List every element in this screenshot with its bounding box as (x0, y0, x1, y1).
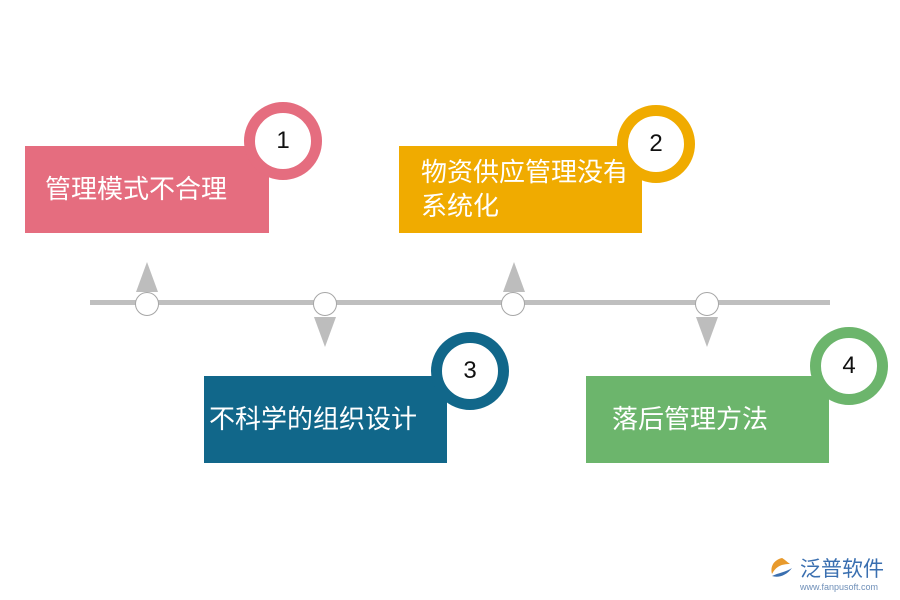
step-number-badge: 4 (810, 327, 888, 405)
timeline-node (695, 292, 719, 316)
step-number: 4 (842, 352, 856, 379)
brand-logo: 泛普软件 (768, 553, 884, 583)
arrow-up-icon (503, 262, 525, 292)
step-card-2: 物资供应管理没有系统化 (399, 146, 642, 233)
arrow-down-icon (314, 317, 336, 347)
step-label: 不科学的组织设计 (209, 404, 418, 435)
timeline-node (135, 292, 159, 316)
arrow-up-icon (136, 262, 158, 292)
step-number: 1 (276, 127, 290, 154)
arrow-down-icon (696, 317, 718, 347)
step-label: 物资供应管理没有系统化 (421, 157, 630, 222)
logo-url: www.fanpusoft.com (800, 582, 879, 592)
step-number-badge: 3 (431, 332, 509, 410)
fanpu-logo-icon (771, 558, 792, 577)
step-card-1: 管理模式不合理 (25, 146, 269, 233)
timeline-node (313, 292, 337, 316)
logo-name: 泛普软件 (800, 557, 884, 581)
step-label: 管理模式不合理 (45, 174, 228, 205)
step-number: 3 (463, 357, 477, 384)
step-number-badge: 1 (244, 102, 322, 180)
timeline-line (90, 300, 830, 305)
timeline-node (501, 292, 525, 316)
step-card-4: 落后管理方法 (586, 376, 829, 463)
step-label: 落后管理方法 (612, 404, 769, 435)
step-card-3: 不科学的组织设计 (204, 376, 447, 463)
step-number: 2 (649, 130, 663, 157)
step-number-badge: 2 (617, 105, 695, 183)
